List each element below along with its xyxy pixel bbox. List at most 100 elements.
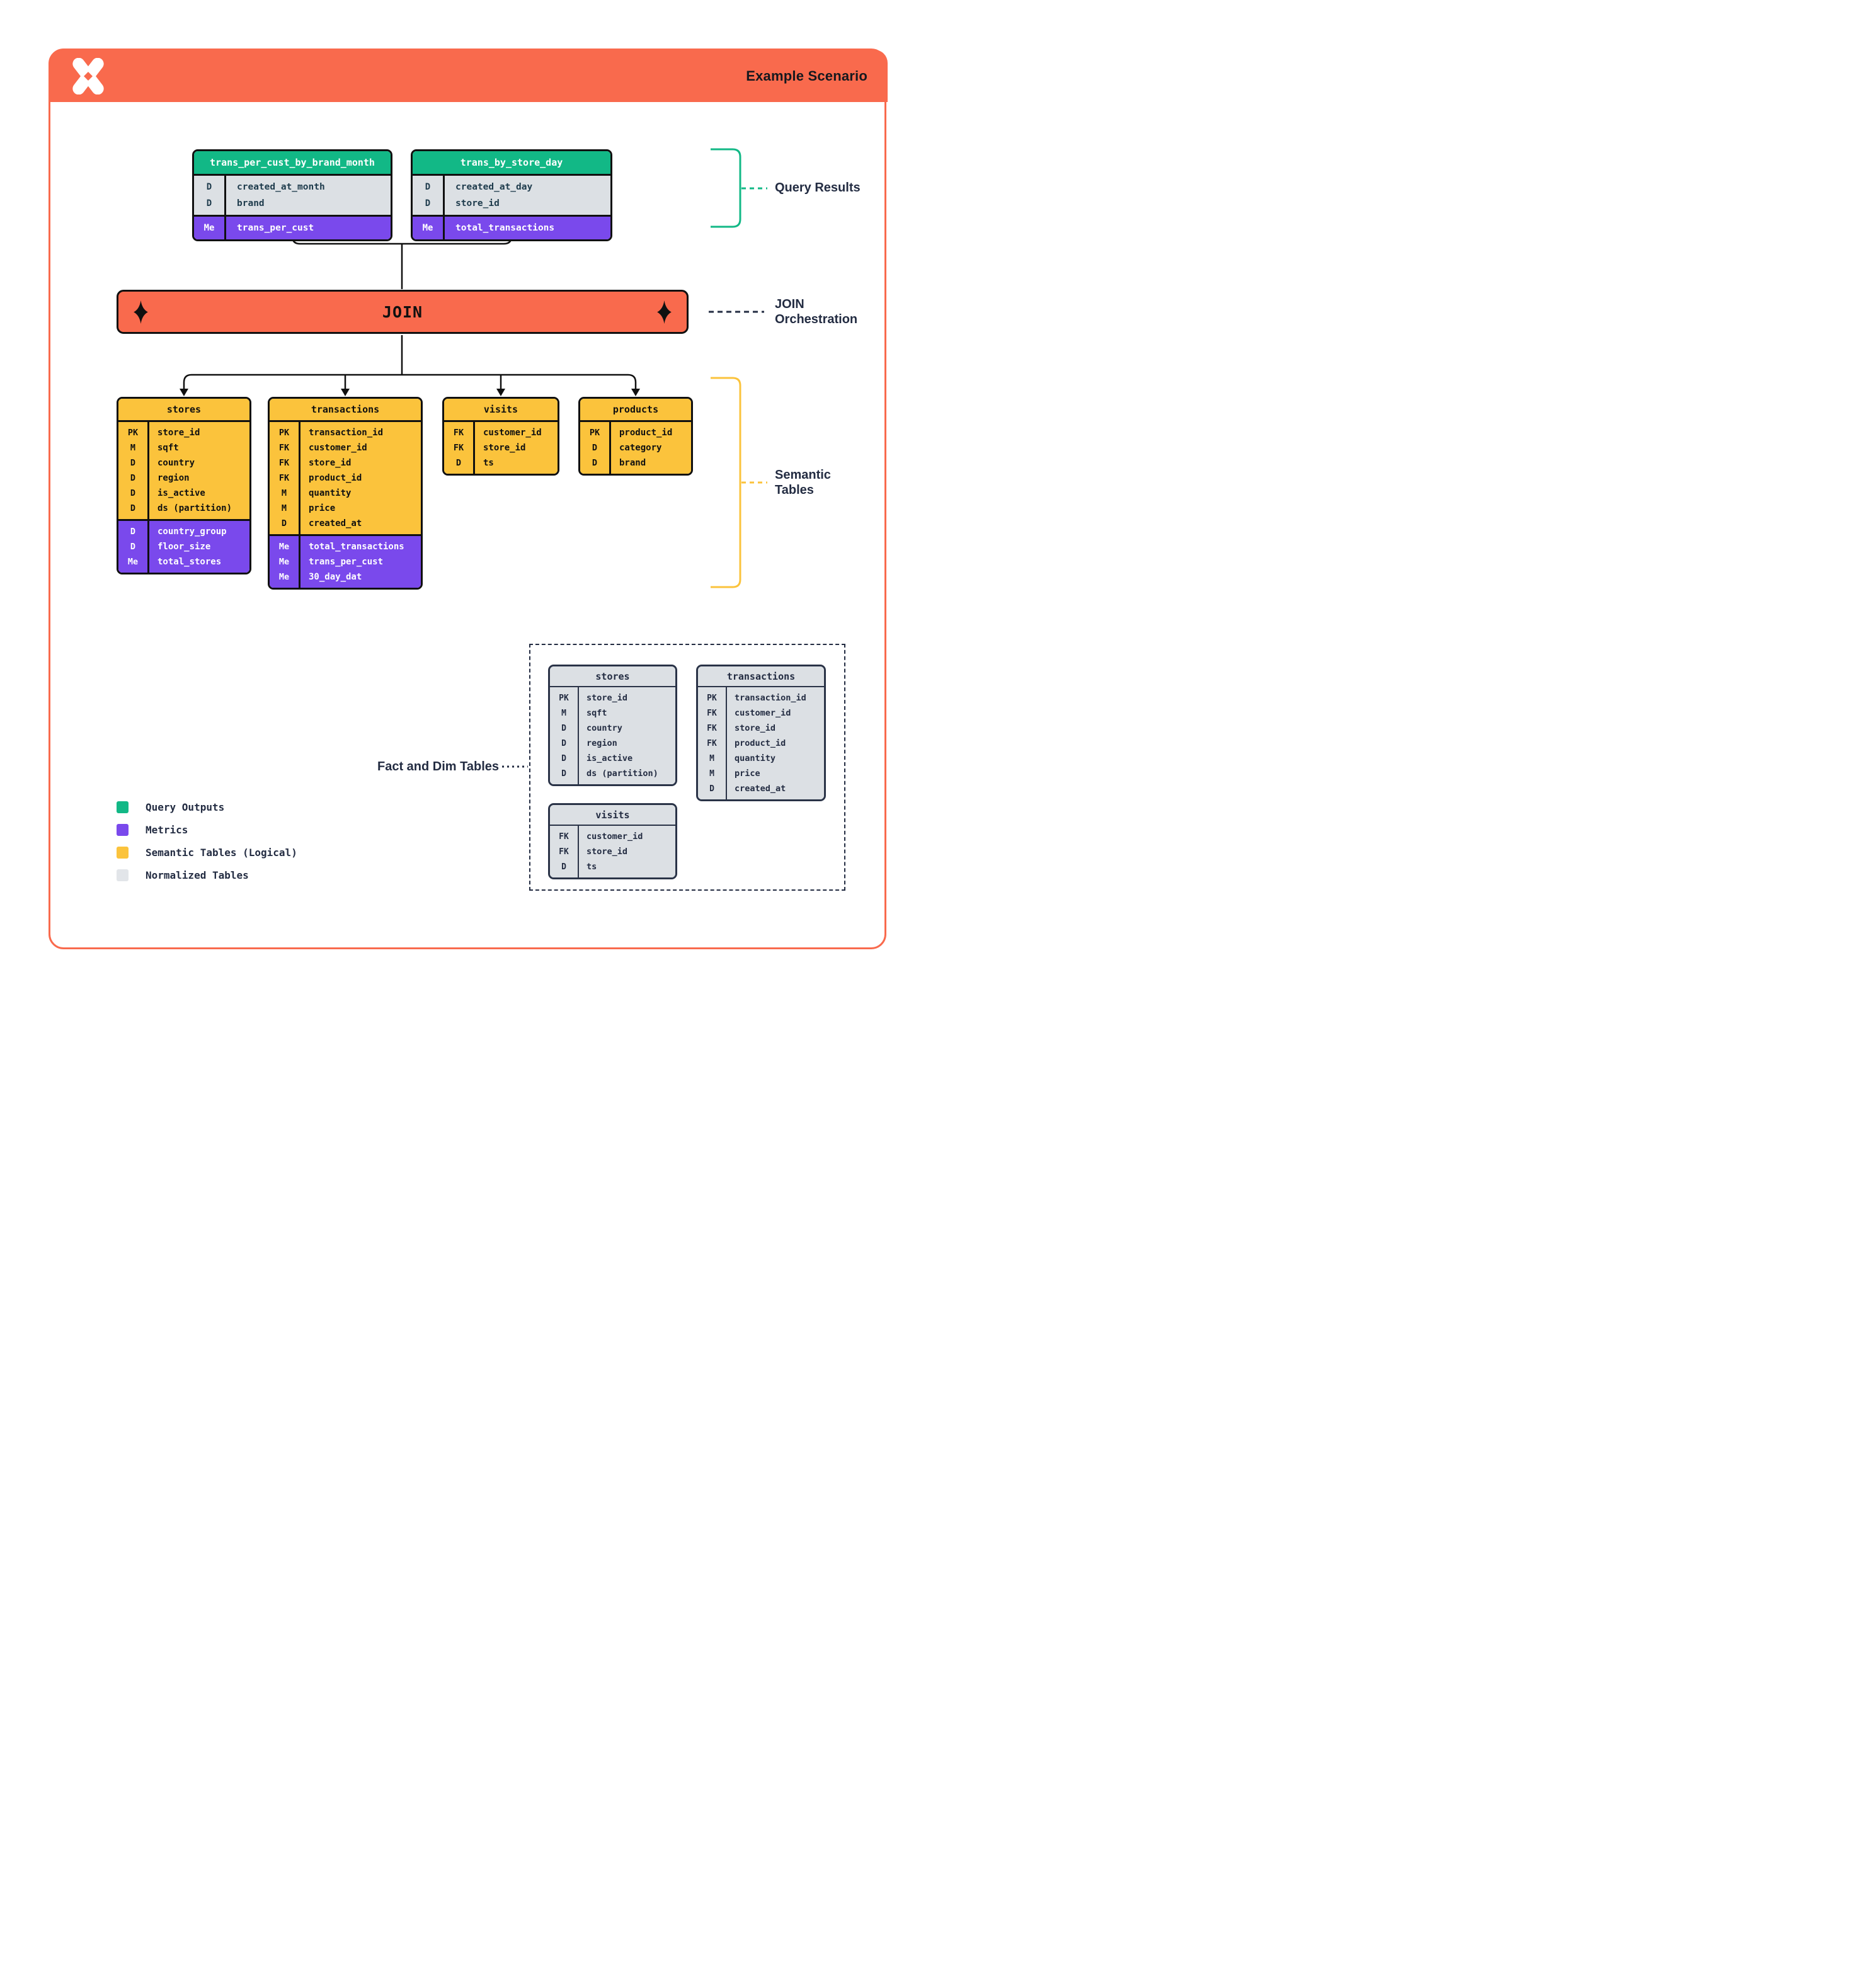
key-badge: D	[709, 784, 714, 794]
table-row: FK customer_id	[270, 440, 421, 455]
key-badge: FK	[278, 443, 290, 453]
field-name: store_id	[586, 847, 628, 857]
field-name: 30_day_dat	[309, 572, 362, 582]
key-badge: FK	[559, 831, 569, 842]
key-badge: D	[561, 862, 566, 872]
key-badge: D	[592, 458, 598, 468]
field-name: store_id	[483, 443, 526, 453]
field-name: store_id	[735, 723, 776, 733]
key-badge: D	[206, 182, 212, 192]
key-badge: D	[206, 198, 212, 209]
field-name: price	[735, 768, 760, 779]
arrowhead-down-products	[631, 389, 640, 396]
key-badge: FK	[453, 428, 464, 438]
card-header: Example Scenario	[50, 50, 888, 102]
legend-item: Semantic Tables (Logical)	[117, 841, 297, 864]
query-results-bracket	[711, 148, 741, 228]
field-name: country	[586, 723, 622, 733]
field-name: transaction_id	[309, 428, 384, 438]
table-title: stores	[550, 666, 675, 687]
key-badge: PK	[707, 693, 717, 703]
key-badge: M	[561, 708, 566, 718]
field-name: ds (partition)	[586, 768, 658, 779]
field-name: customer_id	[309, 443, 367, 453]
key-badge: D	[425, 182, 431, 192]
key-badge: D	[281, 518, 287, 528]
legend-label: Query Outputs	[146, 801, 225, 813]
key-badge: D	[561, 738, 566, 748]
key-badge: Me	[203, 223, 215, 233]
key-badge: FK	[278, 458, 290, 468]
key-badge: Me	[422, 223, 433, 233]
sparkle-icon	[657, 300, 672, 324]
arrowhead-down-stores	[180, 389, 188, 396]
legend-item: Metrics	[117, 818, 297, 841]
join-bar: JOIN	[117, 290, 689, 334]
key-badge: D	[130, 527, 136, 537]
field-name: store_id	[309, 458, 352, 468]
field-name: trans_per_cust	[237, 223, 314, 233]
diagram-page: Example Scenario trans_per_cust_by_brand…	[0, 0, 936, 994]
field-name: product_id	[309, 473, 362, 483]
field-name: store_id	[157, 428, 200, 438]
field-name: created_at	[309, 518, 362, 528]
field-name: customer_id	[483, 428, 542, 438]
legend-label: Normalized Tables	[146, 869, 249, 881]
key-badge: M	[130, 443, 136, 453]
field-name: created_at	[735, 784, 786, 794]
legend-item: Normalized Tables	[117, 864, 297, 886]
legend-label: Semantic Tables (Logical)	[146, 846, 297, 859]
key-badge: D	[130, 503, 136, 513]
field-name: country_group	[157, 527, 227, 537]
field-name: region	[586, 738, 617, 748]
key-badge: D	[455, 458, 462, 468]
legend-swatch	[117, 869, 129, 881]
page-title: Example Scenario	[746, 67, 867, 84]
table-row: Me trans_per_cust	[194, 220, 391, 236]
field-name: region	[157, 473, 190, 483]
table-title: trans_per_cust_by_brand_month	[194, 151, 391, 176]
key-badge: D	[561, 723, 566, 733]
label-query-results: Query Results	[775, 181, 861, 195]
field-name: total_stores	[157, 557, 222, 567]
semantic-tables-bracket	[711, 377, 741, 588]
legend-item: Query Outputs	[117, 796, 297, 818]
field-name: created_at_day	[455, 182, 533, 192]
field-name: customer_id	[735, 708, 791, 718]
field-name: total_transactions	[309, 542, 404, 552]
key-badge: Me	[127, 557, 139, 567]
field-name: category	[619, 443, 662, 453]
